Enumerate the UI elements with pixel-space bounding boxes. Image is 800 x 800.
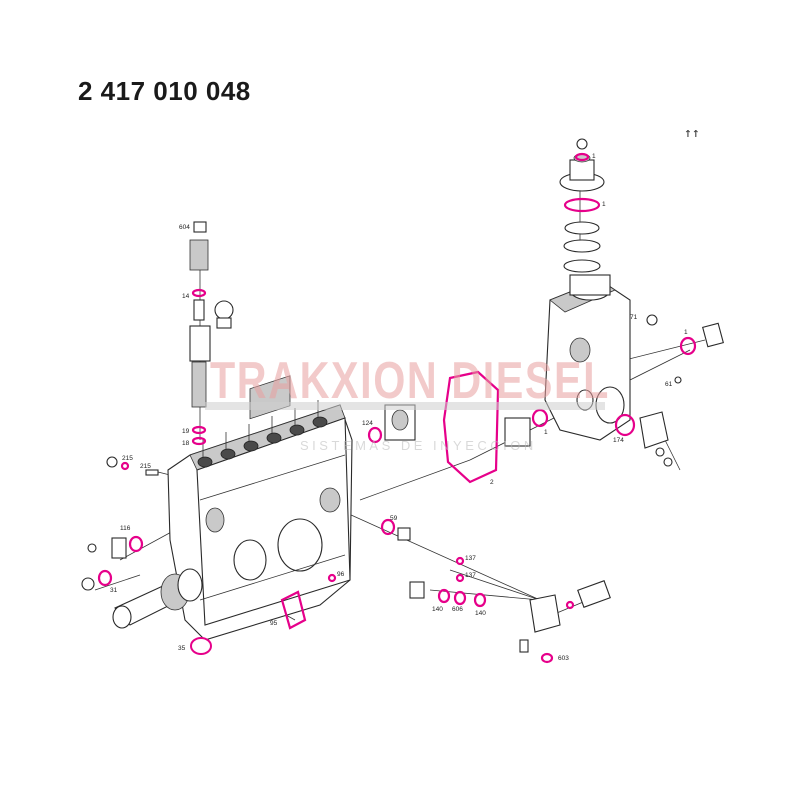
- callout-140b: 140: [475, 610, 486, 617]
- delivery-valve-column: [189, 221, 234, 446]
- right-side-parts: [614, 314, 724, 467]
- callout-14: 14: [182, 293, 190, 300]
- callout-137a: 137: [465, 555, 476, 562]
- watermark-tagline: SISTEMAS DE INYECCION: [300, 438, 537, 453]
- callout-95: 95: [270, 620, 278, 627]
- callout-35: 35: [178, 645, 186, 652]
- callout-61: 61: [665, 381, 673, 388]
- callout-116: 116: [120, 525, 131, 532]
- callout-2: 2: [490, 479, 494, 486]
- callout-140a: 140: [432, 606, 443, 613]
- callout-174: 174: [613, 437, 624, 444]
- callout-1d: 1: [544, 429, 548, 436]
- plunger-bores: [197, 400, 328, 468]
- callout-71: 71: [630, 314, 638, 321]
- callout-215a: 215: [122, 455, 133, 462]
- gasket-2: [442, 370, 500, 484]
- callout-604: 604: [179, 224, 190, 231]
- fitting-cluster: [380, 518, 611, 664]
- callout-137b: 137: [465, 572, 476, 579]
- callout-19: 19: [182, 428, 190, 435]
- callout-606: 606: [452, 606, 463, 613]
- callout-labels: 604 14 19 18 215 215 116 31 95 35 96 124…: [110, 153, 688, 662]
- timer-unit: [367, 404, 549, 447]
- part-number-title: 2 417 010 048: [78, 76, 251, 106]
- callout-215b: 215: [140, 463, 151, 470]
- watermark: TRAKXION DIESEL SISTEMAS DE INYECCION: [205, 352, 610, 453]
- corner-mark: ↑↑: [684, 126, 700, 141]
- pump-housing: [167, 375, 353, 641]
- callout-31: 31: [110, 587, 118, 594]
- callout-1b: 1: [602, 201, 606, 208]
- callout-59: 59: [390, 515, 398, 522]
- governor-cover-stack: [559, 138, 605, 273]
- callout-96: 96: [337, 571, 345, 578]
- callout-603: 603: [558, 655, 569, 662]
- callout-1c: 1: [684, 329, 688, 336]
- callout-124: 124: [362, 420, 373, 427]
- left-side-parts: [81, 456, 337, 655]
- camshaft: [112, 568, 203, 629]
- callout-18: 18: [182, 440, 190, 447]
- watermark-brand: TRAKXION DIESEL: [210, 352, 610, 410]
- callout-1a: 1: [592, 153, 596, 160]
